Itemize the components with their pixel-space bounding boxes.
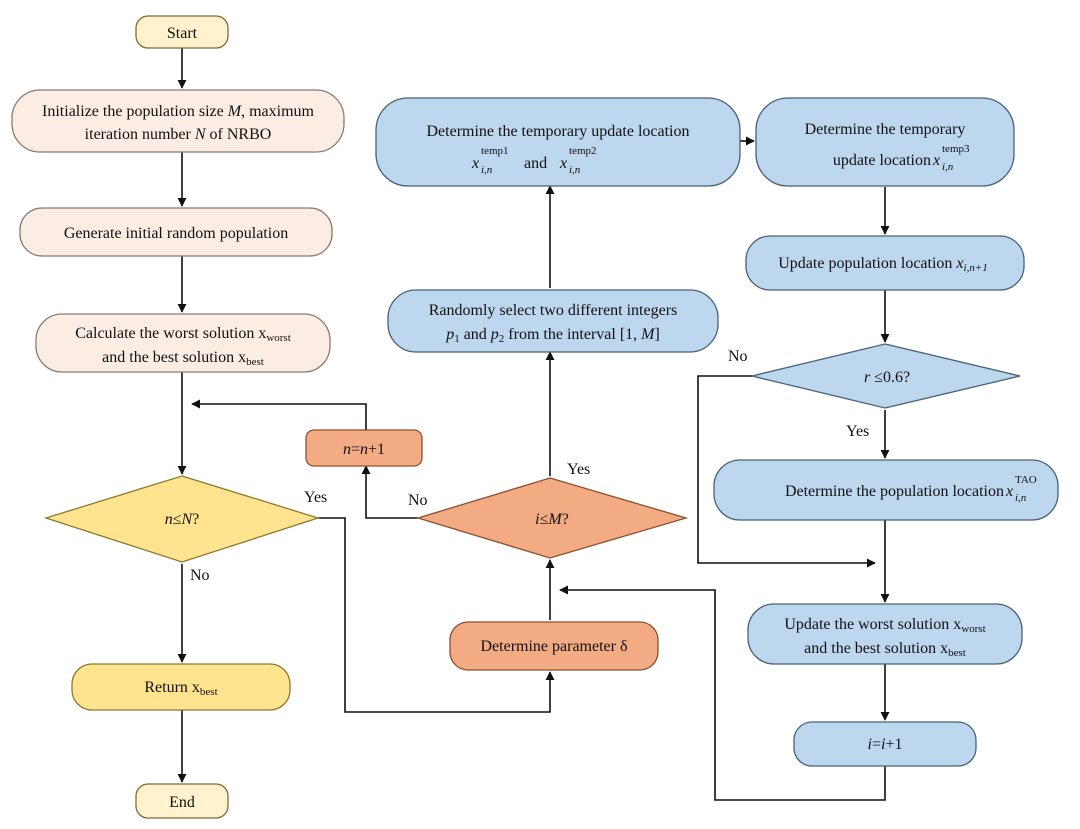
edge-cond-n-yes-to-delta	[318, 517, 555, 713]
i-no-label: No	[408, 492, 428, 509]
temp12-sup1: temp1	[481, 145, 509, 157]
tao-text: Determine the population location x TAO …	[785, 474, 1037, 504]
init-line2: iteration number N of NRBO	[85, 126, 272, 143]
temp3-sup: temp3	[942, 143, 970, 155]
delta-label: Determine parameter δ	[480, 638, 627, 655]
edge-ninc-to-loop	[191, 399, 367, 430]
start-node: Start	[135, 15, 229, 49]
random-line2: p1 and p2 from the interval [1, M]	[445, 326, 660, 345]
n-yes-label: Yes	[304, 489, 327, 506]
edge-iinc-to-cond-i	[559, 585, 886, 801]
cond-i-node: i≤M?	[415, 477, 689, 559]
tao-sup: TAO	[1015, 474, 1037, 486]
n-inc-node: n=n+1	[305, 429, 423, 467]
init-node: Initialize the population size M, maximu…	[11, 89, 345, 153]
temp3-x: x	[932, 152, 940, 169]
generate-node: Generate initial random population	[19, 207, 333, 257]
temp12-sup2: temp2	[569, 145, 597, 157]
tao-label: Determine the population location	[785, 483, 1004, 500]
calc-line1: Calculate the worst solution xworst	[75, 325, 291, 344]
r-no-label: No	[728, 348, 748, 365]
i-inc-label: i=i+1	[868, 736, 903, 753]
start-label: Start	[167, 25, 198, 42]
update-ws-line2: and the best solution xbest	[804, 640, 966, 659]
temp3-formula: update location x temp3 i,n	[833, 143, 970, 173]
calc-line2: and the best solution xbest	[102, 349, 264, 368]
tao-sub: i,n	[1015, 492, 1027, 504]
cond-r-node: r ≤0.6?	[751, 343, 1021, 409]
random-line1: Randomly select two different integers	[429, 302, 678, 319]
temp12-and: and	[524, 155, 547, 172]
n-no-label: No	[190, 567, 210, 584]
i-yes-label: Yes	[567, 461, 590, 478]
update-ws-line1: Update the worst solution xworst	[784, 616, 985, 635]
tao-node: Determine the population location x TAO …	[713, 459, 1059, 521]
update-ws-node: Update the worst solution xworst and the…	[747, 603, 1023, 665]
temp3-line2: update location	[833, 152, 931, 169]
end-node: End	[135, 783, 229, 819]
cond-n-node: n≤N?	[43, 475, 321, 563]
r-yes-label: Yes	[846, 423, 869, 440]
end-label: End	[169, 794, 195, 811]
return-node: Return xbest	[71, 663, 291, 711]
return-label: Return xbest	[144, 679, 217, 698]
edge-labels: Yes No Yes No No Yes	[190, 348, 869, 584]
edge-cond-r-no-to-merge	[697, 375, 876, 568]
delta-node: Determine parameter δ	[449, 621, 659, 671]
edge-cond-i-no-to-ninc	[361, 465, 418, 519]
temp3-sub: i,n	[942, 161, 954, 173]
cond-r-label: r ≤0.6?	[864, 369, 910, 386]
cond-i-label: i≤M?	[535, 511, 569, 528]
temp12-sub2: i,n	[569, 164, 581, 176]
temp12-formula: x temp1 i,n and x temp2 i,n	[471, 145, 597, 176]
update-pop-node: Update population location xi,n+1	[745, 235, 1025, 291]
cond-n-label: n≤N?	[165, 511, 200, 528]
temp12-x2: x	[559, 155, 567, 172]
temp3-node: Determine the temporary update location …	[755, 97, 1015, 187]
temp12-x1: x	[471, 155, 479, 172]
temp3-line1: Determine the temporary	[805, 121, 966, 138]
n-inc-label: n=n+1	[343, 441, 385, 458]
temp12-node: Determine the temporary update location …	[375, 97, 741, 187]
temp12-sub1: i,n	[481, 164, 493, 176]
init-line1: Initialize the population size M, maximu…	[42, 103, 314, 120]
random-node: Randomly select two different integers p…	[387, 289, 719, 353]
generate-label: Generate initial random population	[64, 225, 288, 242]
update-pop-label: Update population location xi,n+1	[778, 255, 988, 274]
i-inc-node: i=i+1	[793, 721, 977, 767]
edges	[177, 48, 890, 801]
calc-node: Calculate the worst solution xworst and …	[35, 313, 331, 373]
tao-x: x	[1005, 483, 1013, 500]
temp12-line1: Determine the temporary update location	[426, 123, 689, 140]
